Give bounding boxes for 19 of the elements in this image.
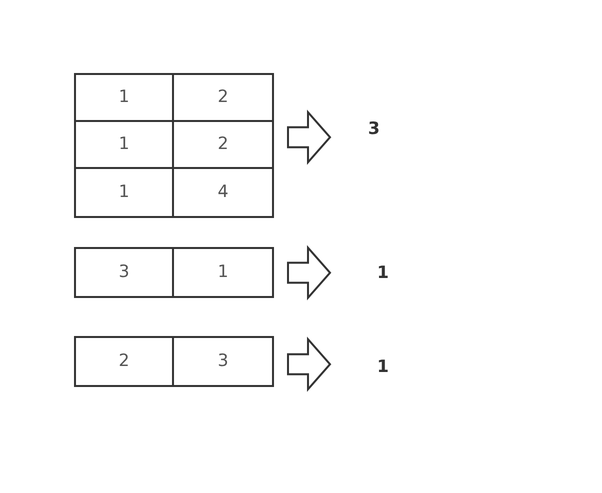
table-cell: 1 bbox=[76, 75, 174, 122]
block-arrow bbox=[287, 245, 332, 300]
number-table bbox=[74, 336, 274, 387]
number-table bbox=[74, 247, 274, 298]
table-cell: 2 bbox=[174, 75, 272, 122]
table-cell: 1 bbox=[76, 122, 174, 169]
table-cell-text: 3 bbox=[216, 350, 230, 373]
table-cell: 3 bbox=[76, 249, 174, 296]
result-number: 1 bbox=[373, 261, 393, 286]
table-cell: 2 bbox=[174, 122, 272, 169]
table-cell-text: 1 bbox=[216, 260, 230, 284]
result-number: 1 bbox=[373, 355, 393, 380]
table-cell: 2 bbox=[76, 338, 174, 385]
block-arrow bbox=[287, 110, 332, 165]
result-number: 3 bbox=[364, 117, 384, 142]
table-cell-text: 4 bbox=[216, 180, 230, 204]
table-cell: 1 bbox=[76, 169, 174, 216]
number-table bbox=[74, 73, 274, 218]
block-arrow bbox=[287, 336, 332, 392]
